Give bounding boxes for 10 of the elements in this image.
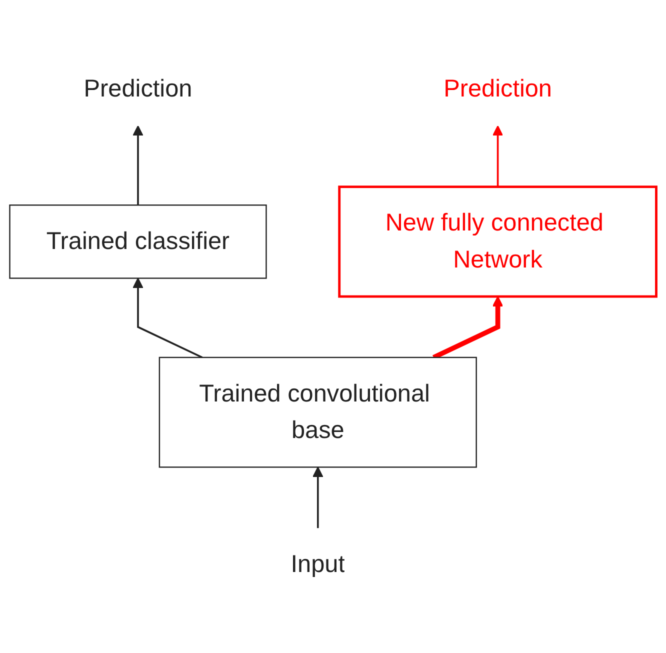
node-box: Trained convolutional base bbox=[158, 356, 477, 468]
node-text: Prediction bbox=[444, 75, 552, 102]
node-text: Prediction bbox=[84, 75, 192, 102]
node-text: Input bbox=[290, 550, 346, 578]
node-box: New fully connected Network bbox=[338, 185, 658, 298]
arrow bbox=[312, 466, 324, 528]
arrow bbox=[132, 277, 203, 358]
node-box: Trained classifier bbox=[9, 204, 267, 278]
arrow bbox=[492, 124, 504, 186]
arrow bbox=[132, 124, 144, 205]
